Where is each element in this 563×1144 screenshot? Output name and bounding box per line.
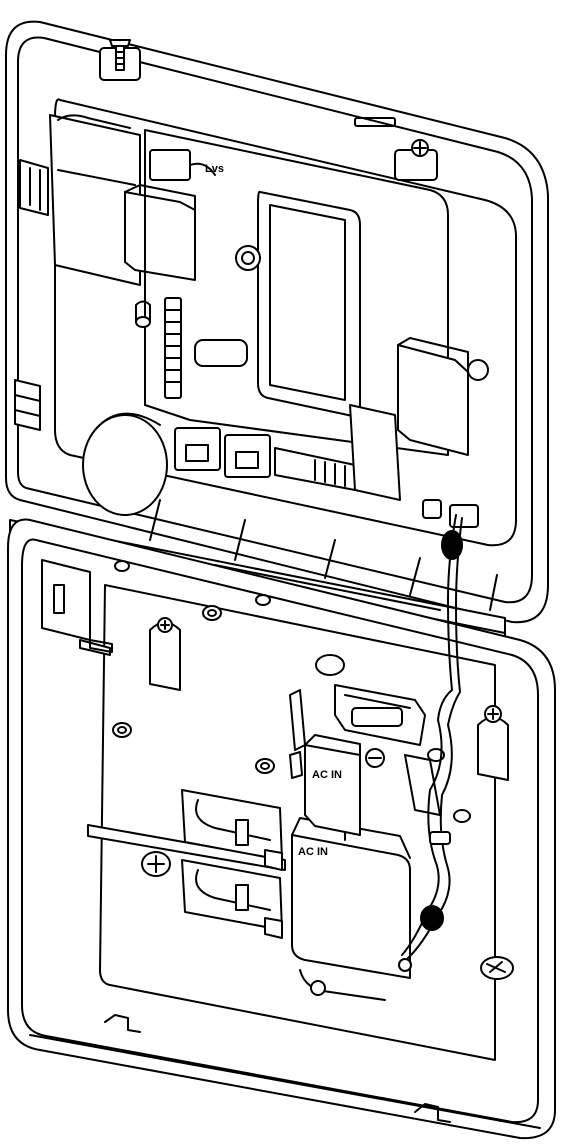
battery-holder-upper	[181, 789, 283, 871]
top-slot	[354, 117, 396, 127]
bottom-notch-left	[104, 1014, 141, 1033]
ac-in-label-lower: AC IN	[298, 846, 328, 858]
ferrite-bead-upper	[441, 530, 463, 560]
ac-in-label-upper: AC IN	[312, 769, 342, 781]
left-side-clip	[19, 159, 49, 216]
upper-housing-cavity	[54, 98, 517, 547]
lower-housing: AC IN AC IN	[7, 514, 556, 1140]
lower-housing-cavity	[99, 584, 496, 1061]
battery-holder-lower	[181, 859, 283, 939]
rj-jack-2	[224, 434, 271, 478]
ac-transformer: AC IN	[291, 817, 412, 1001]
standoff-posts	[112, 560, 471, 823]
left-wall-tab	[41, 559, 91, 641]
lower-right-connector	[449, 504, 479, 528]
transformer-block	[124, 191, 196, 281]
board-slot	[194, 339, 248, 367]
battery-compartment	[49, 114, 141, 286]
ferrite-bead-lower	[420, 905, 444, 931]
board-window	[257, 190, 361, 417]
upper-connector	[149, 149, 191, 181]
sounder-disc	[82, 414, 168, 516]
upper-housing-outer-shell	[5, 20, 549, 624]
upper-connector-label: Lvs	[205, 163, 224, 175]
wire-harness	[401, 514, 457, 956]
circuit-board	[144, 129, 449, 456]
top-connector-housing	[334, 684, 426, 746]
board-post	[135, 316, 151, 328]
ac-transformer-body	[291, 834, 411, 979]
keyhole-mount-right	[477, 716, 509, 781]
left-bracket	[14, 379, 41, 431]
upper-housing-inner-rim	[17, 36, 533, 604]
upper-housing: Lvs	[5, 20, 549, 624]
rj-jack-1	[174, 427, 221, 471]
right-module	[397, 344, 469, 456]
hinge-tab	[349, 404, 401, 501]
top-screw-icon	[109, 39, 131, 71]
wire-clip	[429, 831, 451, 845]
ac-in-upper-box: AC IN	[304, 734, 385, 836]
